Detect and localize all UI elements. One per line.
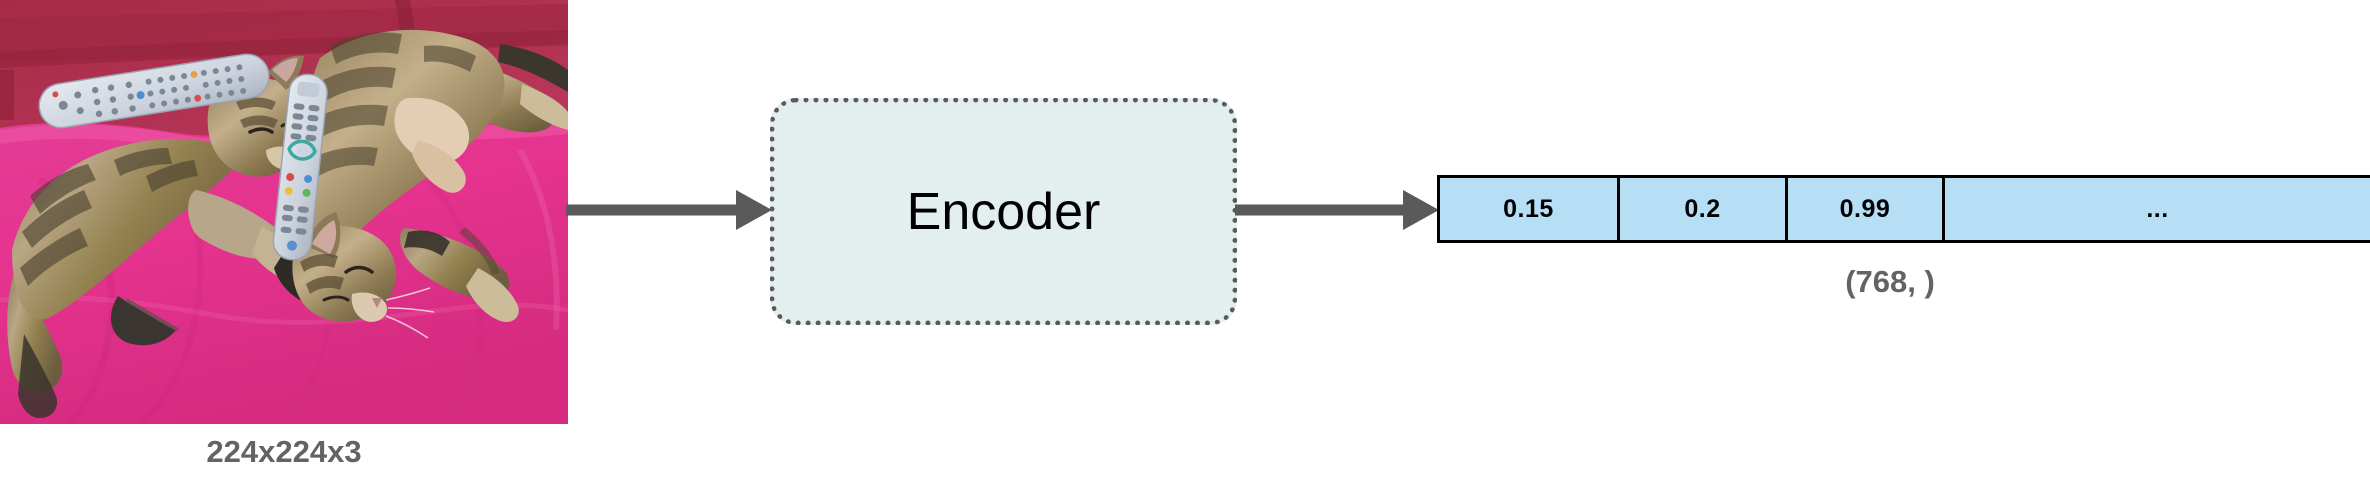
vector-cell: 0.15 (1440, 178, 1620, 240)
vector-cell: ... (1945, 178, 2370, 240)
vector-cell: 0.2 (1620, 178, 1788, 240)
output-shape-label: (768, ) (1845, 264, 1935, 299)
input-image (0, 0, 568, 424)
vector-cell: 0.99 (1788, 178, 1945, 240)
input-shape-label: 224x224x3 (206, 434, 362, 469)
arrow-right-icon (566, 190, 772, 230)
encoder-label: Encoder (906, 182, 1101, 241)
arrow-right-icon (1235, 190, 1439, 230)
output-embedding-vector: 0.15 0.2 0.99 ... (1437, 175, 2370, 243)
input-photo-graphic (0, 0, 568, 424)
arrow-image-to-encoder (566, 180, 774, 240)
encoder-block[interactable]: Encoder (770, 98, 1237, 325)
arrow-encoder-to-output (1235, 180, 1441, 240)
